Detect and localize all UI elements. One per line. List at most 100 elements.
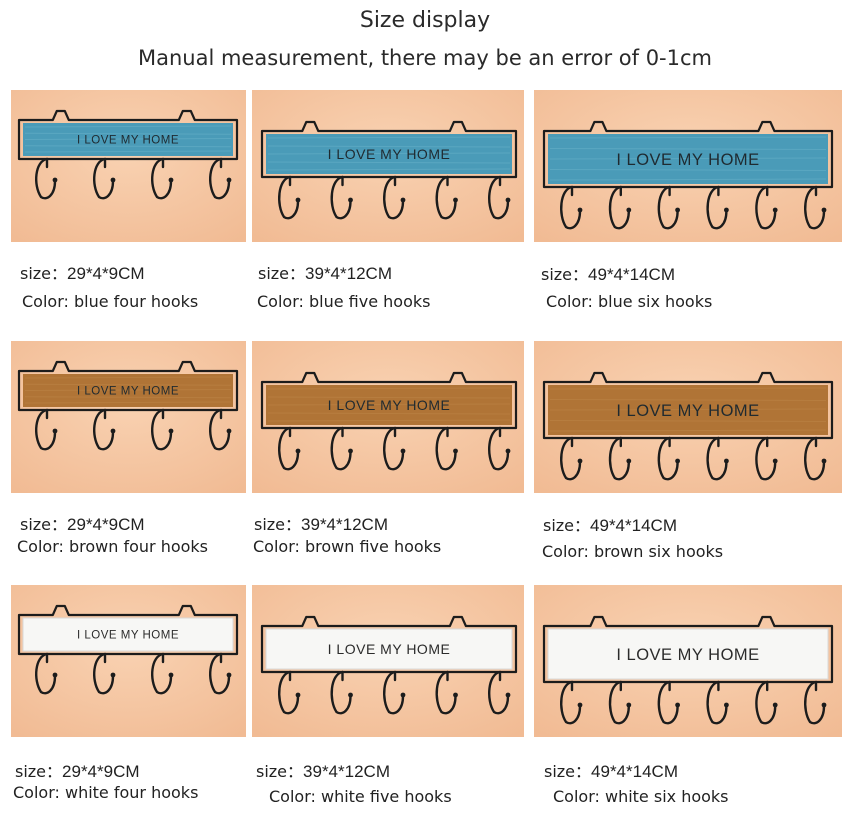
hook xyxy=(608,436,630,481)
hook xyxy=(383,426,405,471)
coat-rack-illustration: I LOVE MY HOME xyxy=(252,90,524,242)
hook xyxy=(657,680,679,725)
hook xyxy=(560,680,582,725)
board-text: I LOVE MY HOME xyxy=(77,630,179,642)
hook xyxy=(608,185,630,230)
product-photo-blue-six-hooks: I LOVE MY HOME xyxy=(534,90,842,242)
coat-rack-illustration: I LOVE MY HOME xyxy=(534,90,842,242)
hook xyxy=(804,185,826,230)
board-text: I LOVE MY HOME xyxy=(77,386,179,398)
hook xyxy=(209,157,231,200)
board-brown xyxy=(548,385,828,435)
board-text: I LOVE MY HOME xyxy=(616,402,759,420)
board-blue xyxy=(23,123,233,156)
hook xyxy=(560,436,582,481)
hook xyxy=(151,652,173,695)
hook xyxy=(35,408,57,451)
hook xyxy=(330,426,352,471)
product-size: size：49*4*14CM xyxy=(544,762,678,781)
wire-frame xyxy=(17,360,239,412)
wire-frame xyxy=(17,109,239,161)
hook xyxy=(93,157,115,200)
product-size: size：29*4*9CM xyxy=(20,264,145,283)
hook xyxy=(488,175,510,220)
hook xyxy=(330,670,352,715)
board-white xyxy=(547,628,829,680)
hook xyxy=(209,652,231,695)
hook xyxy=(608,680,630,725)
product-color: Color: white six hooks xyxy=(553,787,729,806)
product-photo-white-four-hooks: I LOVE MY HOME xyxy=(11,585,246,737)
product-photo-blue-five-hooks: I LOVE MY HOME xyxy=(252,90,524,242)
product-color: Color: white four hooks xyxy=(13,783,199,802)
product-size: size：49*4*14CM xyxy=(543,516,677,535)
board-white xyxy=(22,617,234,652)
wire-frame xyxy=(542,615,834,684)
board-blue xyxy=(266,134,512,174)
hook xyxy=(706,680,728,725)
wire-frame xyxy=(17,604,239,656)
board-brown xyxy=(266,385,512,425)
wire-frame xyxy=(542,120,834,189)
hook xyxy=(435,426,457,471)
coat-rack-illustration: I LOVE MY HOME xyxy=(11,341,246,493)
hook xyxy=(93,408,115,451)
product-photo-white-five-hooks: I LOVE MY HOME xyxy=(252,585,524,737)
product-color: Color: brown five hooks xyxy=(253,537,442,556)
board-text: I LOVE MY HOME xyxy=(616,646,759,664)
hook xyxy=(755,680,777,725)
coat-rack-illustration: I LOVE MY HOME xyxy=(11,90,246,242)
coat-rack-illustration: I LOVE MY HOME xyxy=(252,341,524,493)
board-text: I LOVE MY HOME xyxy=(328,146,451,162)
hook xyxy=(435,670,457,715)
wire-frame xyxy=(260,120,518,179)
board-brown xyxy=(23,374,233,407)
coat-rack-illustration: I LOVE MY HOME xyxy=(252,585,524,737)
hook xyxy=(278,175,300,220)
product-size: size：39*4*12CM xyxy=(256,762,390,781)
hook xyxy=(278,426,300,471)
board-text: I LOVE MY HOME xyxy=(616,151,759,169)
hook xyxy=(383,175,405,220)
board-text: I LOVE MY HOME xyxy=(77,135,179,147)
hook xyxy=(657,436,679,481)
hook xyxy=(35,652,57,695)
coat-rack-illustration: I LOVE MY HOME xyxy=(534,341,842,493)
hook xyxy=(151,408,173,451)
hook xyxy=(209,408,231,451)
board-text: I LOVE MY HOME xyxy=(328,397,451,413)
hook xyxy=(35,157,57,200)
hook xyxy=(151,157,173,200)
product-size: size：39*4*12CM xyxy=(258,264,392,283)
hook xyxy=(755,185,777,230)
board-blue xyxy=(548,134,828,184)
hook xyxy=(804,680,826,725)
product-photo-brown-five-hooks: I LOVE MY HOME xyxy=(252,341,524,493)
wire-frame xyxy=(260,615,518,674)
product-photo-blue-four-hooks: I LOVE MY HOME xyxy=(11,90,246,242)
product-color: Color: white five hooks xyxy=(269,787,452,806)
product-color: Color: brown four hooks xyxy=(17,537,209,556)
product-photo-brown-four-hooks: I LOVE MY HOME xyxy=(11,341,246,493)
product-photo-white-six-hooks: I LOVE MY HOME xyxy=(534,585,842,737)
coat-rack-illustration: I LOVE MY HOME xyxy=(534,585,842,737)
coat-rack-illustration: I LOVE MY HOME xyxy=(11,585,246,737)
product-photo-brown-six-hooks: I LOVE MY HOME xyxy=(534,341,842,493)
product-size: size：49*4*14CM xyxy=(541,265,675,284)
hook xyxy=(383,670,405,715)
product-color: Color: brown six hooks xyxy=(542,542,724,561)
product-color: Color: blue six hooks xyxy=(546,292,713,311)
hook xyxy=(278,670,300,715)
hook xyxy=(706,185,728,230)
board-text: I LOVE MY HOME xyxy=(328,641,451,657)
board-white xyxy=(265,628,513,670)
page-subtitle: Manual measurement, there may be an erro… xyxy=(137,46,712,70)
hook xyxy=(804,436,826,481)
hook xyxy=(706,436,728,481)
product-size: size：29*4*9CM xyxy=(20,515,145,534)
page-title: Size display xyxy=(359,8,491,33)
hook xyxy=(488,426,510,471)
hook xyxy=(435,175,457,220)
product-color: Color: blue five hooks xyxy=(257,292,431,311)
hook xyxy=(330,175,352,220)
